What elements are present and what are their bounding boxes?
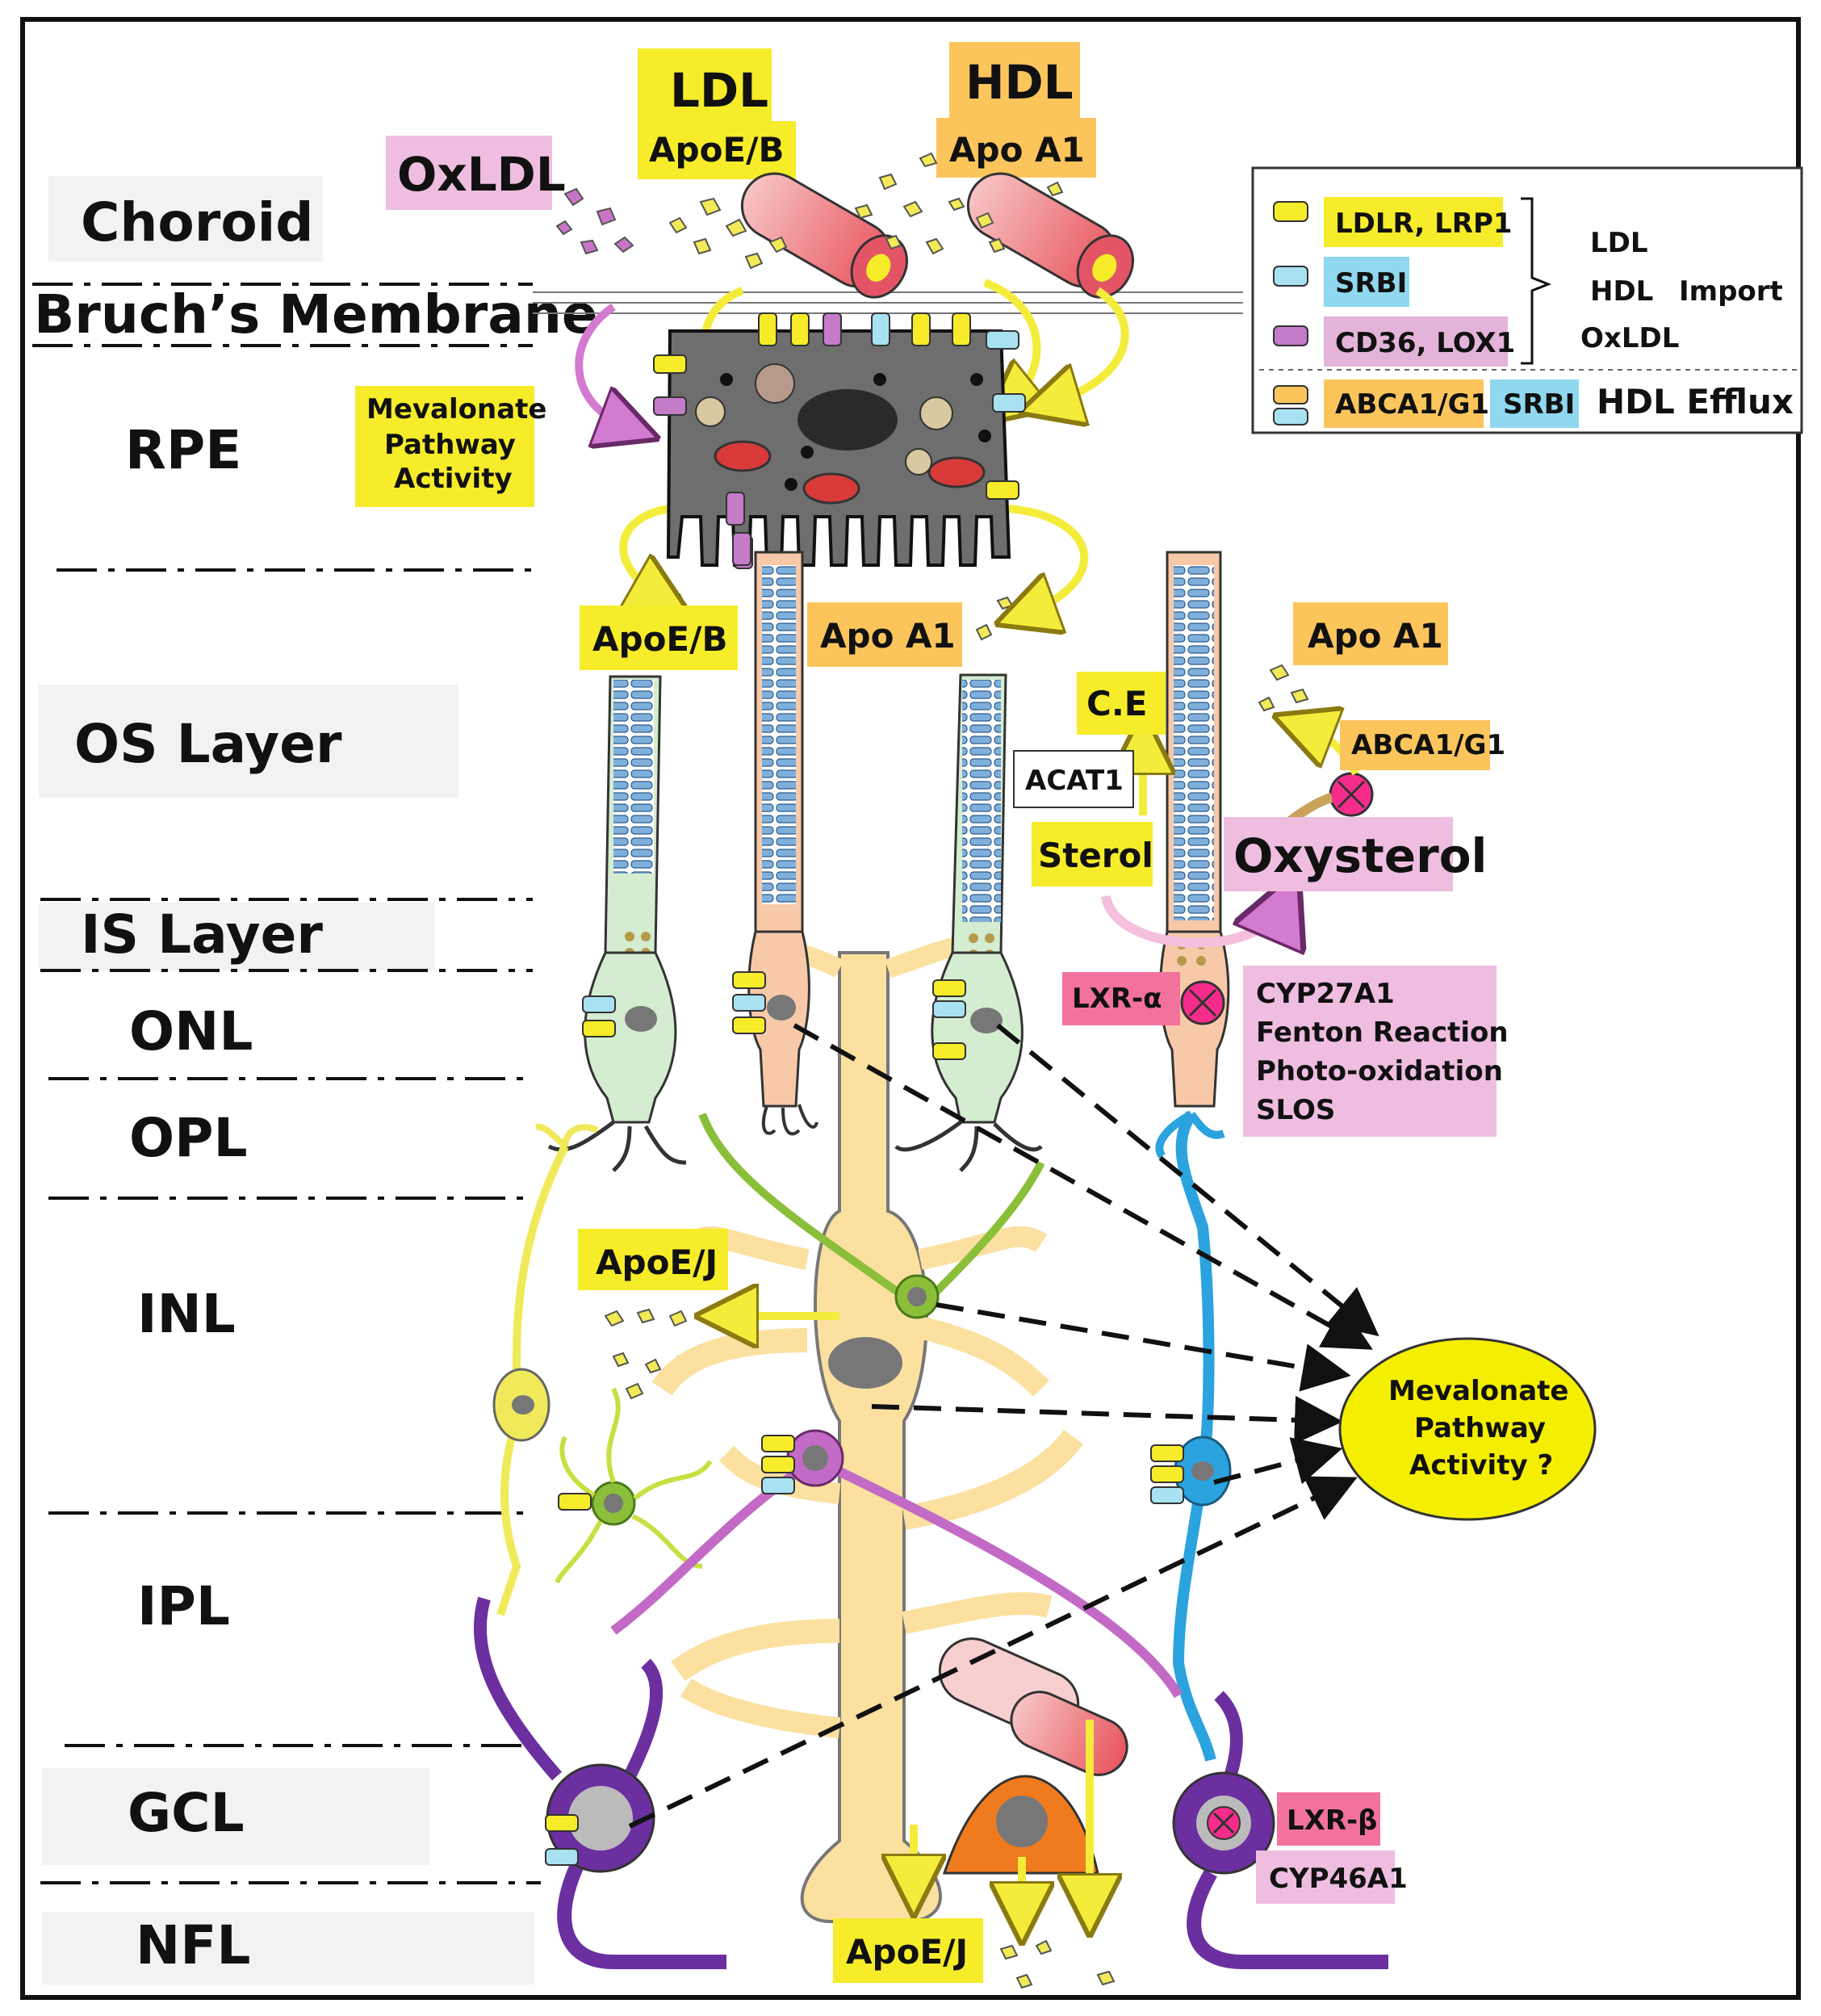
ldlr-receptor-icon — [1273, 201, 1308, 222]
rpe-mevalonate-line1: Mevalonate — [366, 393, 546, 425]
mevalonate-q-line2: Pathway — [1414, 1412, 1546, 1444]
layer-onl: ONL — [129, 1000, 253, 1062]
bottom-yellow-arrows — [726, 1316, 1090, 1913]
legend-item-cd36: CD36, LOX1 — [1335, 327, 1515, 359]
cone-photoreceptor-middle — [732, 532, 818, 1136]
legend: LDLR, LRP1 SRBI CD36, LOX1 LDL HDL Impor… — [1251, 166, 1803, 434]
muller-nucleus — [828, 1337, 902, 1389]
layer-choroid: Choroid — [81, 191, 314, 254]
hdl-label: HDL — [965, 55, 1074, 110]
ganglion-cell-left — [473, 1596, 726, 1969]
layer-inl: INL — [137, 1283, 236, 1345]
sterol-oxysterol-arrow — [1101, 896, 1283, 943]
rpe-nucleus — [797, 389, 898, 451]
legend-import-word: Import — [1679, 275, 1783, 308]
sterol-label: Sterol — [1038, 836, 1153, 875]
mevalonate-q-line3: Activity ? — [1409, 1449, 1553, 1482]
dashed-arrows — [628, 1023, 1379, 1829]
hdl-apo-label: Apo A1 — [949, 130, 1085, 170]
oxldl-label: OxLDL — [397, 147, 566, 202]
cd36-receptor-icon — [1273, 325, 1308, 346]
lxr-beta-label: LXR-β — [1287, 1804, 1378, 1837]
cyp27a1-label: CYP27A1 — [1256, 978, 1395, 1010]
rod-photoreceptor-right — [894, 673, 1043, 1172]
lxr-alpha-label: LXR-α — [1072, 983, 1162, 1015]
pericyte-cell — [942, 1775, 1099, 1875]
amacrine-cell-magenta — [610, 1429, 1183, 1699]
rpe-mevalonate-line2: Pathway — [384, 429, 516, 461]
apoeb-os-label: ApoE/B — [592, 619, 727, 659]
srbi-efflux-receptor-icon — [1273, 408, 1308, 425]
apoej-bottom-label: ApoE/J — [846, 1932, 968, 1972]
bipolar-cell-green — [698, 1113, 1045, 1319]
layer-ipl: IPL — [137, 1575, 230, 1637]
bipolar-cell-blue — [1150, 1110, 1232, 1762]
apoej-inl-label: ApoE/J — [596, 1243, 718, 1282]
layer-opl: OPL — [129, 1107, 248, 1169]
layer-gcl: GCL — [128, 1782, 245, 1844]
legend-import-ldl: LDL — [1590, 227, 1648, 259]
apoa1-right-label: Apo A1 — [1308, 616, 1443, 656]
ldl-label: LDL — [670, 63, 768, 118]
ldl-apo-label: ApoE/B — [649, 130, 784, 170]
legend-import-oxldl: OxLDL — [1580, 322, 1679, 354]
legend-efflux-label: HDL Efflux — [1597, 382, 1794, 421]
abca-receptor-icon — [1273, 385, 1308, 404]
layer-os: OS Layer — [74, 713, 342, 775]
rpe-mevalonate-line3: Activity — [394, 463, 513, 495]
layer-rpe: RPE — [125, 419, 241, 481]
legend-import-hdl: HDL — [1590, 275, 1653, 308]
legend-efflux-srbi: SRBI — [1503, 388, 1575, 421]
choroid-vessel-right — [966, 172, 1134, 299]
bipolar-cell-yellow — [492, 1123, 599, 1616]
rod-photoreceptor-left — [547, 675, 687, 1172]
apoa1-os-label: Apo A1 — [820, 616, 956, 656]
fenton-label: Fenton Reaction — [1256, 1016, 1509, 1049]
acat1-label: ACAT1 — [1025, 765, 1124, 797]
ganglion-cell-right — [1172, 1691, 1388, 1969]
oxysterol-label: Oxysterol — [1233, 828, 1487, 883]
lxr-alpha-marker — [1180, 980, 1225, 1025]
abca1g1-label: ABCA1/G1 — [1351, 729, 1505, 761]
layer-is: IS Layer — [81, 903, 323, 966]
legend-efflux-abca: ABCA1/G1 — [1335, 388, 1489, 421]
layer-nfl: NFL — [136, 1914, 250, 1976]
legend-item-srbi: SRBI — [1335, 267, 1407, 300]
photo-oxidation-label: Photo-oxidation — [1256, 1055, 1503, 1088]
mevalonate-ellipse — [1338, 1337, 1597, 1521]
slos-label: SLOS — [1256, 1094, 1335, 1126]
srbi-receptor-icon — [1273, 266, 1308, 287]
rpe-cell — [653, 312, 1026, 569]
ce-label: C.E — [1086, 684, 1147, 723]
layer-bruchs-membrane: Bruch’s Membrane — [34, 283, 598, 346]
layer-labels: Choroid Bruch’s Membrane RPE OS Layer IS… — [34, 176, 598, 1985]
amacrine-cell-green — [555, 1387, 713, 1584]
legend-item-ldlr: LDLR, LRP1 — [1335, 207, 1513, 240]
cyp46a1-label: CYP46A1 — [1269, 1863, 1408, 1895]
legend-brace — [1521, 197, 1552, 365]
mevalonate-q-line1: Mevalonate — [1388, 1375, 1568, 1407]
layer-dividers — [32, 283, 549, 1884]
